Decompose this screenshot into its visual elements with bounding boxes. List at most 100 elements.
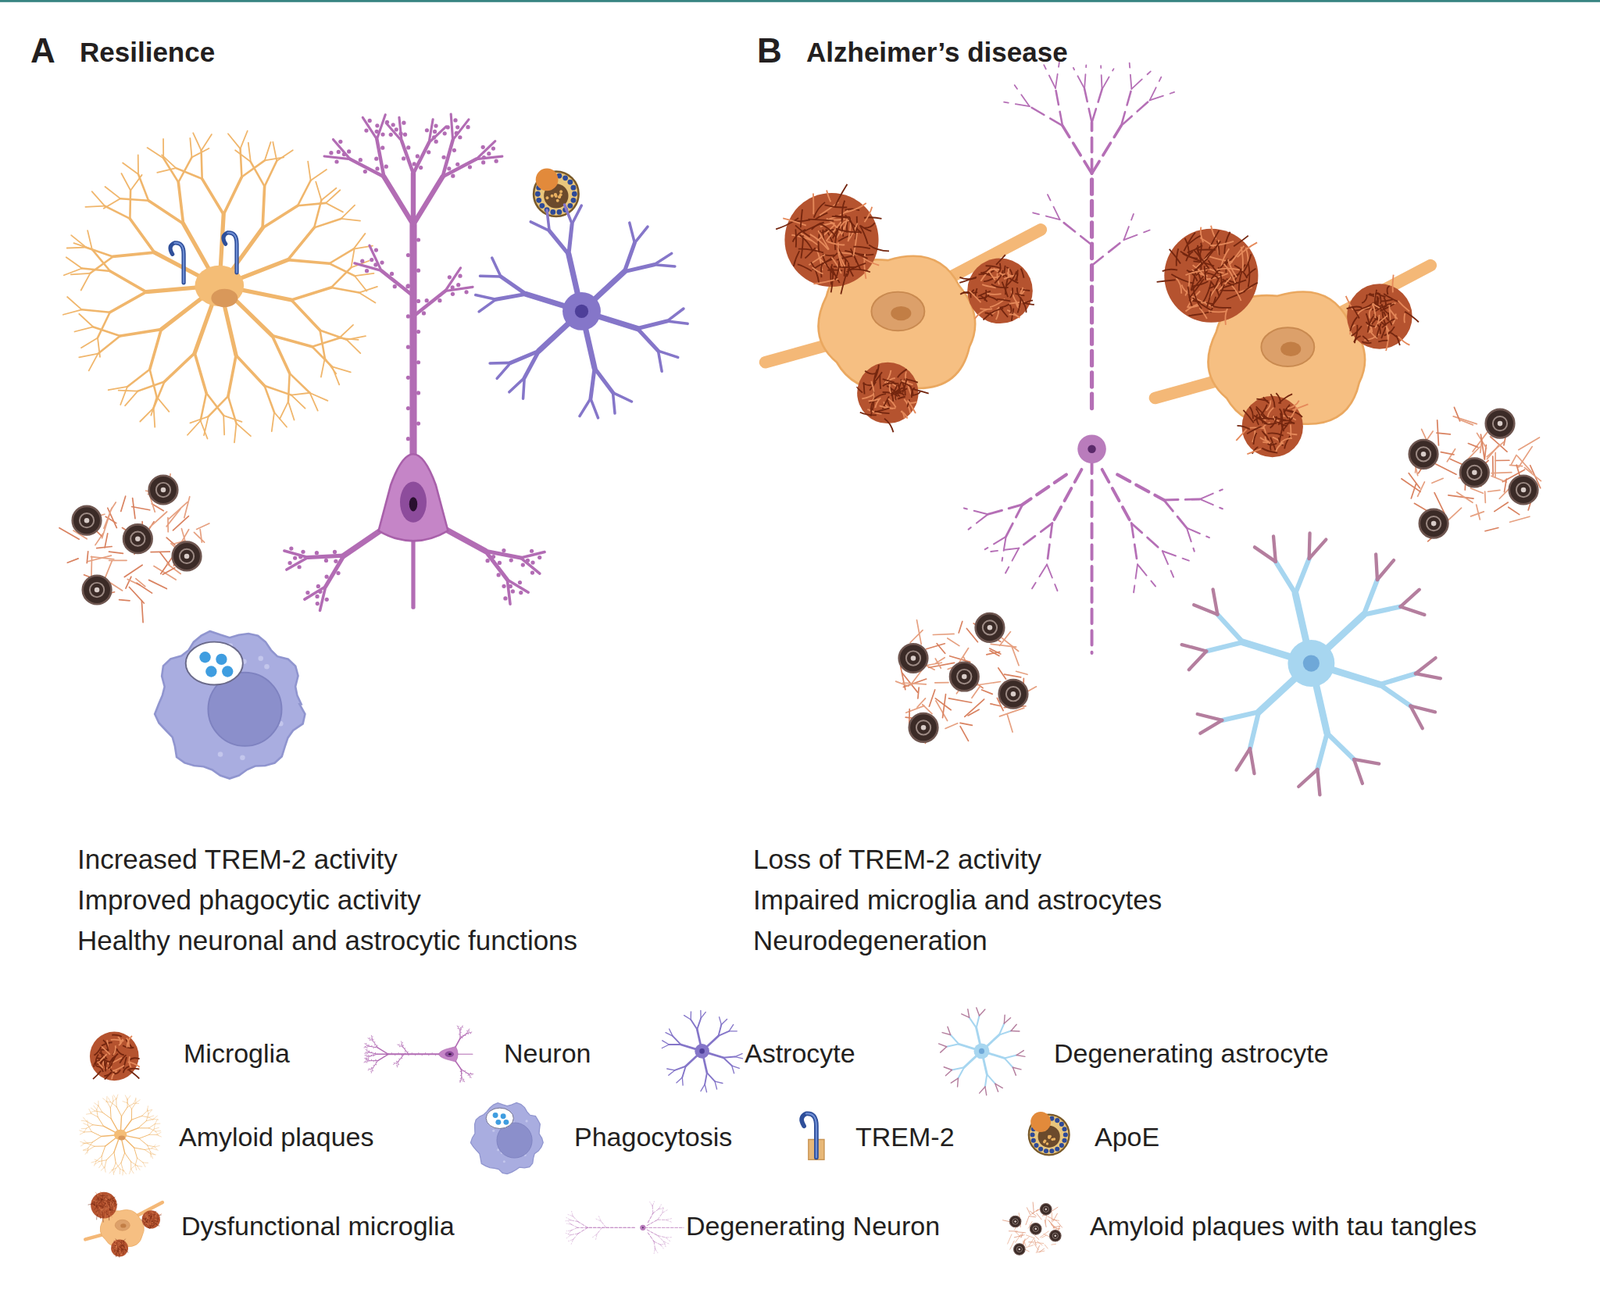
- branch: [369, 1052, 378, 1054]
- branch: [86, 1121, 93, 1125]
- tangle-fiber: [1467, 443, 1478, 448]
- branch: [139, 1138, 148, 1146]
- branch: [372, 1040, 378, 1048]
- branch: [80, 1141, 86, 1143]
- fiber: [1237, 425, 1250, 430]
- fiber: [107, 1207, 112, 1212]
- branch: [703, 1056, 708, 1073]
- branch: [98, 1106, 103, 1113]
- branch: [460, 1069, 463, 1078]
- dendritic-spine: [375, 166, 379, 171]
- dendritic-spine: [460, 1078, 461, 1079]
- fiber: [150, 1217, 153, 1220]
- dendritic-spine: [325, 575, 329, 579]
- tangle-fiber: [925, 662, 942, 666]
- fiber: [1235, 428, 1247, 440]
- branch: [155, 1131, 159, 1136]
- fiber: [846, 262, 850, 277]
- branch: [1298, 769, 1318, 787]
- branch: [594, 367, 613, 393]
- dendritic-spine: [369, 1037, 371, 1039]
- microglia-clump: [1346, 275, 1419, 352]
- fiber: [996, 299, 1011, 302]
- branch: [1273, 535, 1276, 561]
- branch: [675, 1066, 686, 1071]
- fiber: [111, 1035, 122, 1037]
- fiber: [103, 1039, 109, 1051]
- nucleolus: [890, 306, 911, 321]
- tangle-fiber: [896, 681, 909, 686]
- branch: [92, 1136, 102, 1143]
- nucleus: [445, 1051, 454, 1058]
- fiber: [1185, 269, 1207, 275]
- tangle-fiber: [1440, 452, 1454, 455]
- fiber: [863, 222, 875, 229]
- receptor-hook: [801, 1113, 817, 1158]
- nucleus: [1303, 654, 1320, 672]
- branch: [119, 1168, 121, 1174]
- plaque-ring: [156, 482, 171, 497]
- branch: [568, 224, 572, 255]
- branch: [150, 369, 158, 397]
- dendritic-spine: [432, 1052, 433, 1054]
- dendritic-spine: [292, 556, 297, 561]
- branch: [378, 1053, 389, 1061]
- dendritic-spine: [405, 284, 410, 289]
- fiber: [1267, 407, 1275, 418]
- lipid-head: [571, 185, 577, 191]
- fiber: [1218, 277, 1232, 291]
- phagosome: [185, 642, 243, 686]
- fiber: [104, 1071, 112, 1079]
- fiber: [107, 1213, 111, 1217]
- branch: [189, 138, 192, 158]
- branch: [696, 1017, 701, 1029]
- branch: [135, 1097, 136, 1103]
- branch: [1052, 469, 1083, 524]
- lipid-head: [1033, 1142, 1039, 1148]
- fiber: [1208, 260, 1219, 275]
- lipid-head: [1062, 1126, 1068, 1132]
- fiber: [812, 193, 815, 215]
- dendritic-spine: [415, 153, 420, 158]
- branch: [985, 1035, 1000, 1048]
- branch: [1415, 673, 1441, 679]
- branch: [1327, 732, 1354, 759]
- branch: [1200, 489, 1223, 499]
- fiber: [129, 1057, 140, 1061]
- fiber: [959, 277, 977, 283]
- branch: [108, 1097, 111, 1103]
- branch: [91, 1160, 97, 1163]
- core-dot: [545, 196, 549, 200]
- dendritic-spine: [503, 596, 508, 600]
- lipid-head: [550, 209, 556, 215]
- dendritic-spine: [369, 1039, 371, 1041]
- branch: [1275, 561, 1296, 594]
- branch: [568, 254, 579, 299]
- branch: [999, 1031, 1011, 1036]
- branch: [1213, 589, 1218, 615]
- dendritic-spine: [398, 1043, 400, 1045]
- branch: [321, 357, 325, 377]
- branch: [1004, 1054, 1017, 1058]
- branch: [297, 203, 326, 206]
- plaque-core: [1460, 458, 1490, 488]
- fiber: [1403, 313, 1407, 323]
- fiber: [1243, 282, 1258, 293]
- dendritic-spine: [375, 1061, 377, 1063]
- branch: [288, 373, 290, 402]
- branch: [958, 1043, 976, 1050]
- dendritic-spine: [465, 125, 470, 129]
- tangle-fiber: [132, 498, 136, 519]
- fiber: [101, 1207, 108, 1210]
- fiber: [864, 371, 875, 375]
- dendritic-spine: [392, 284, 397, 289]
- branch: [126, 1097, 128, 1103]
- dendritic-spine: [425, 128, 429, 133]
- tangle-fiber: [1480, 434, 1485, 459]
- amyloid-plaque-cell: [63, 130, 378, 443]
- dendritic-spine: [396, 1063, 397, 1065]
- branch: [377, 1053, 389, 1055]
- branch: [721, 1018, 727, 1025]
- branch: [704, 1084, 707, 1093]
- nucleus: [117, 1135, 125, 1140]
